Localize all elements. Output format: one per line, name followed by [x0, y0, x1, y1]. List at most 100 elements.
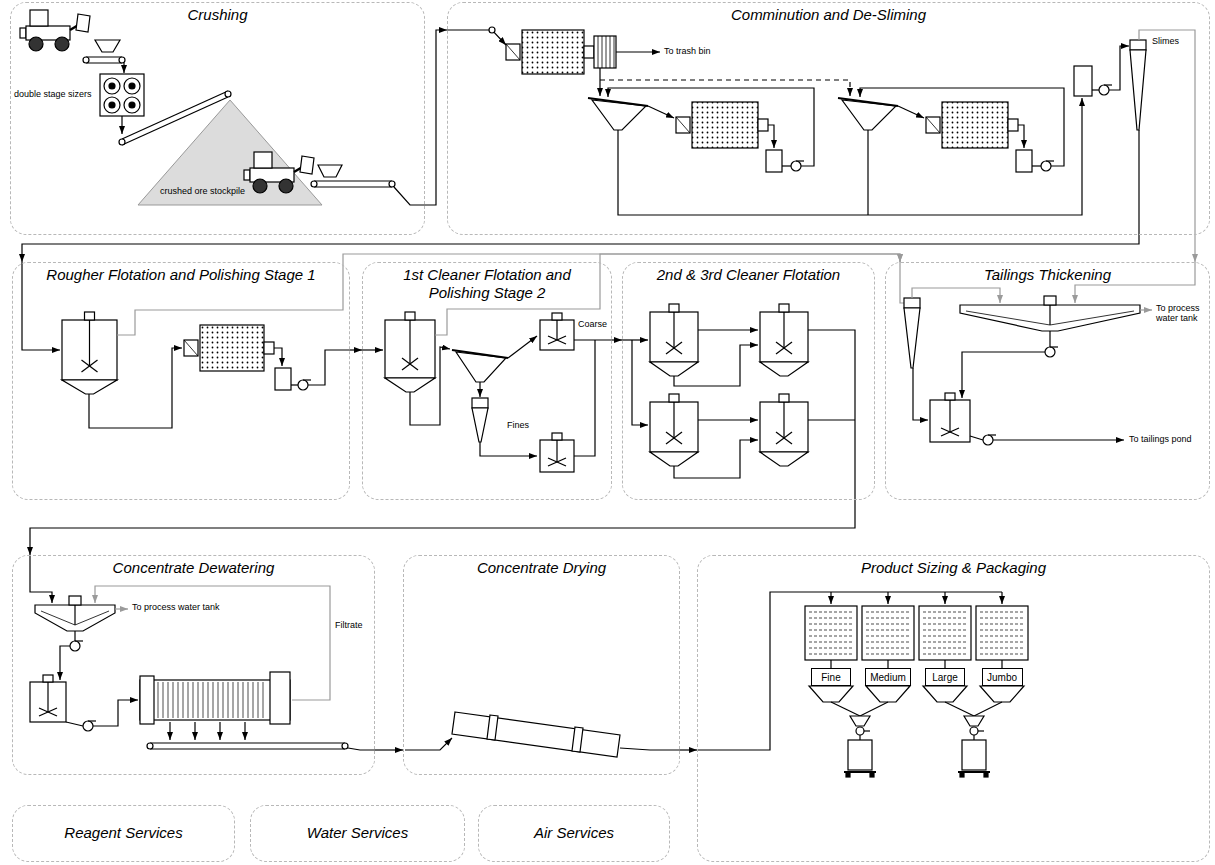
hopper-label: Large — [932, 672, 958, 683]
filter-plate — [243, 682, 244, 718]
section-title: Comminution and De-Sliming — [448, 6, 1209, 24]
process-stream — [350, 349, 362, 350]
section-panel: Water Services — [250, 805, 465, 862]
bagging-funnel — [850, 716, 870, 726]
flow-line — [599, 68, 600, 96]
flow-line — [194, 722, 195, 740]
pump-sump — [766, 150, 782, 172]
cyclone-head — [472, 398, 488, 408]
screen-deck — [923, 618, 967, 619]
flow-line — [169, 722, 170, 740]
flow-line — [782, 165, 791, 166]
trommel-screen — [610, 36, 611, 68]
agitated-tank — [540, 320, 574, 350]
hopper-box: Medium — [865, 668, 911, 686]
bagging-funnel — [964, 716, 984, 726]
slurry-pump — [983, 435, 993, 445]
thickener-drive — [1044, 296, 1056, 305]
filter-press-frame — [140, 680, 290, 720]
bagging-valve — [856, 727, 864, 735]
flow-line — [648, 106, 674, 118]
trommel-screen — [614, 36, 615, 68]
screen-deck — [866, 636, 910, 637]
flow-line — [831, 702, 860, 716]
conveyor-pulley — [342, 743, 348, 749]
screen-deck — [980, 612, 1024, 613]
cyclone-cone — [472, 408, 488, 442]
screen-deck — [838, 98, 898, 106]
cyclone-cone — [904, 308, 920, 368]
flow-line — [123, 63, 124, 73]
filter-plate — [203, 682, 204, 718]
flow-line — [859, 735, 860, 740]
cell-drive — [669, 394, 679, 402]
flow-line — [913, 368, 928, 420]
screen-deck — [980, 654, 1024, 655]
conveyor-pulley — [83, 57, 89, 63]
section-panel: Concentrate Dewatering — [12, 555, 375, 775]
bagging-valve — [970, 727, 978, 735]
screen-deck — [980, 642, 1024, 643]
section-title: Rougher Flotation and Polishing Stage 1 — [13, 266, 349, 284]
conveyor-belt — [150, 748, 345, 749]
screen-deck — [866, 612, 910, 613]
stream-label: To process water tank — [132, 602, 220, 612]
pump-sump — [1016, 150, 1032, 172]
feed-chute — [676, 117, 690, 133]
mill-shell — [942, 102, 1008, 148]
screen-deck — [809, 630, 853, 631]
flow-line — [274, 348, 282, 366]
feed-hopper — [318, 165, 342, 177]
loader-wheel — [29, 37, 43, 51]
filter-plate — [248, 682, 249, 718]
cell-cone — [650, 362, 698, 376]
loader-counterweight — [244, 170, 250, 180]
screen-deck — [980, 624, 1024, 625]
flow-line — [970, 436, 983, 440]
agitator-blade — [39, 708, 57, 716]
filter-plate — [208, 682, 209, 718]
screen-deck — [923, 648, 967, 649]
flow-line — [1032, 165, 1041, 166]
pump-sump — [275, 368, 291, 390]
agitated-tank — [930, 400, 970, 442]
impeller — [666, 432, 682, 444]
pump-outlet — [88, 720, 96, 721]
process-stream — [30, 500, 855, 555]
flow-line — [219, 722, 220, 740]
cell-drive — [669, 304, 679, 312]
pallet — [960, 773, 964, 777]
sizing-screen — [976, 606, 1028, 660]
feed-chute — [506, 44, 520, 60]
agitator-blade — [941, 428, 959, 436]
cyclone-head — [1130, 40, 1146, 50]
cell-cone — [760, 362, 808, 376]
screen-deck — [809, 612, 853, 613]
impeller-shaft — [89, 320, 90, 366]
conveyor-pulley — [119, 139, 125, 145]
flow-line — [912, 288, 1000, 303]
screen-deck — [866, 648, 910, 649]
hopper-box: Jumbo — [982, 668, 1023, 686]
flow-line — [574, 340, 595, 456]
loader-wheel — [55, 37, 69, 51]
flow-line — [697, 592, 1002, 750]
flow-line — [618, 98, 1082, 215]
screen-deck — [980, 648, 1024, 649]
impeller — [776, 432, 792, 444]
impeller — [402, 358, 418, 370]
product-hopper — [923, 686, 967, 702]
flow-line — [622, 339, 648, 340]
impeller — [82, 360, 98, 372]
filter-plate — [158, 682, 159, 718]
agitator-blade — [548, 458, 566, 466]
sizer-roll — [124, 78, 140, 94]
stream-label: Slimes — [1152, 36, 1179, 46]
flow-line — [830, 592, 831, 604]
stream-label: To process water tank — [1156, 303, 1208, 324]
trommel-screen — [598, 36, 599, 68]
loader-bucket — [300, 156, 314, 174]
sizer-roll-hub — [109, 83, 115, 89]
screen-deck — [923, 636, 967, 637]
screen-deck — [923, 624, 967, 625]
